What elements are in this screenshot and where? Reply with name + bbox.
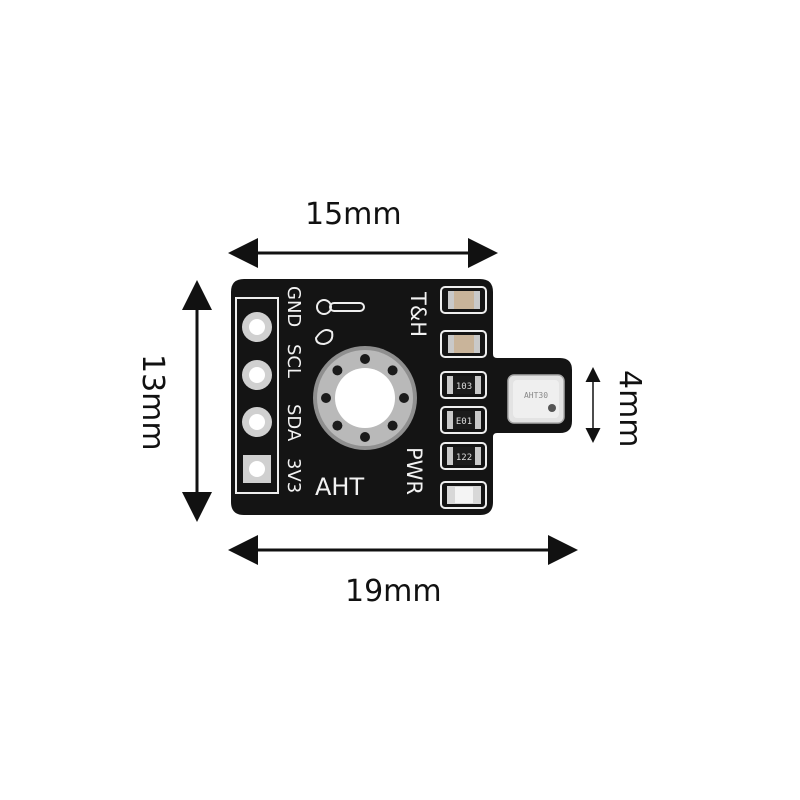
aht30-sensor-chip: AHT30 [507,374,565,424]
smd-capacitor-1 [440,286,487,314]
pin-pad-4-square [243,455,271,483]
via-hole [321,393,331,403]
pin-pad-1 [242,312,272,342]
via-hole [387,420,398,431]
via-ring [321,354,409,442]
pin-pad-2 [242,360,272,390]
dimension-label-bottom: 19mm [345,574,442,609]
sensor-chip-label: AHT30 [524,391,548,400]
pin-label-gnd: GND [283,286,304,327]
silk-label-th: T&H [406,291,430,337]
via-hole [387,365,398,376]
pin-label-scl: SCL [283,344,304,378]
smd-resistor-1: 103 [440,371,487,399]
pin-header-outline [235,297,279,494]
smd-resistor-3: 122 [440,442,487,470]
water-drop-icon [314,329,334,346]
resistor-mark-3: 122 [456,453,472,463]
smd-resistor-2: E01 [440,406,487,434]
silk-label-aht: AHT [315,473,364,501]
resistor-mark-1: 103 [456,382,472,392]
pin-label-sda: SDA [283,404,304,442]
power-led [440,481,487,509]
smd-capacitor-2 [440,330,487,358]
dimension-label-sensor: 4mm [612,370,647,448]
via-hole [360,354,370,364]
dimension-label-top: 15mm [305,197,402,232]
pin-pad-3 [242,407,272,437]
pin-label-3v3: 3V3 [283,458,304,493]
resistor-mark-2: E01 [456,417,472,427]
via-hole [332,365,343,376]
thermometer-icon [316,299,365,315]
silk-label-pwr: PWR [402,447,426,495]
via-hole [399,393,409,403]
via-hole [332,420,343,431]
via-hole [360,432,370,442]
dimension-label-height: 13mm [135,354,170,451]
